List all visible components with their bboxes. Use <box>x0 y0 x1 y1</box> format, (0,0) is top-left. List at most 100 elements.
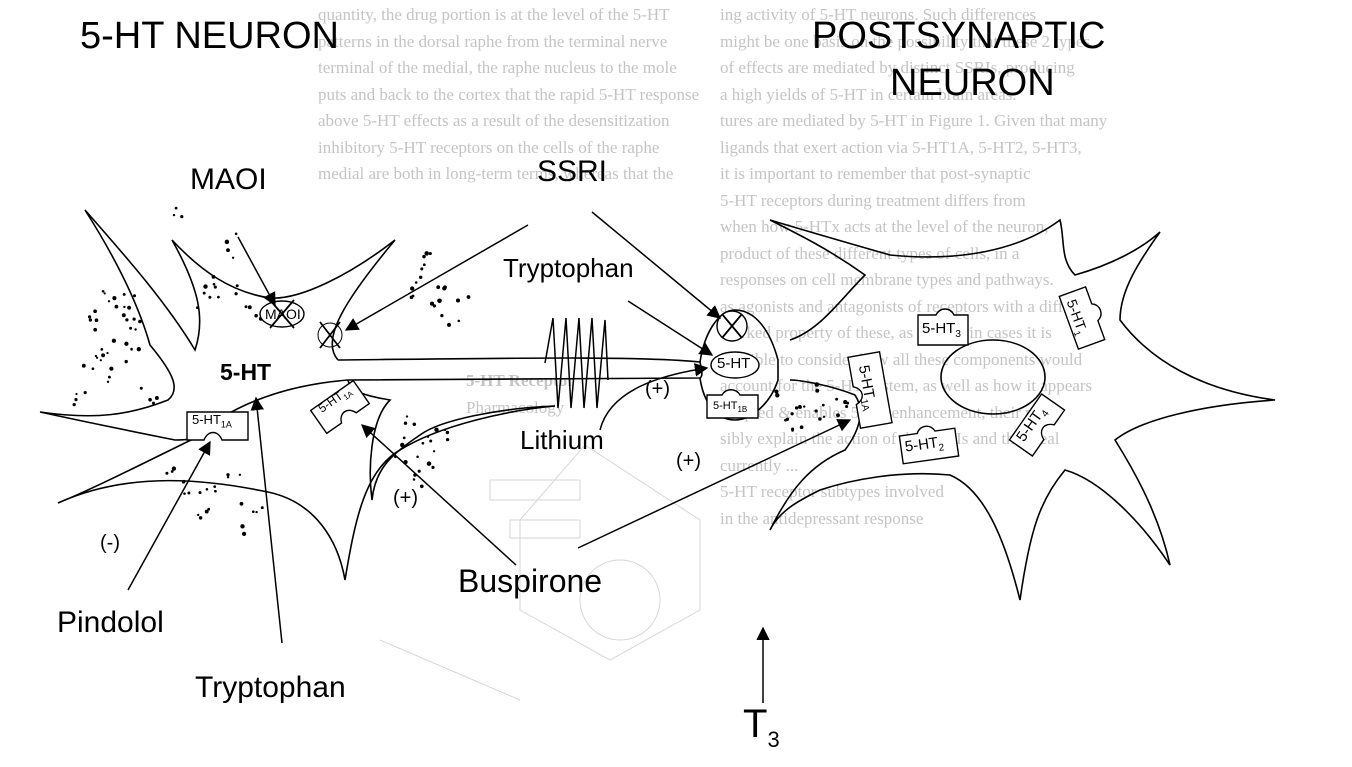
vesicle-dot <box>436 285 440 289</box>
vesicle-dot <box>172 466 176 470</box>
vesicle-dot <box>440 314 443 317</box>
label-5ht-center: 5-HT <box>220 359 271 386</box>
vesicle-dot <box>199 516 202 519</box>
label-t3-main: T <box>743 702 767 746</box>
vesicle-dot <box>248 305 252 309</box>
vesicle-dot <box>155 396 159 400</box>
vesicle-dot <box>240 502 244 506</box>
vesicle-dot <box>790 412 793 415</box>
title-5ht-neuron: 5-HT NEURON <box>80 15 339 58</box>
vesicle-dot <box>404 421 407 424</box>
label-receptor-5ht1b: 5-HT1B <box>713 400 747 414</box>
vesicle-dot <box>197 514 199 516</box>
vesicle-dot <box>240 524 244 528</box>
vesicle-dot <box>814 409 817 412</box>
vesicle-dot <box>130 348 133 351</box>
label-receptor-5ht1a-soma: 5-HT1A <box>192 412 232 430</box>
label-t3: T3 <box>743 702 780 753</box>
vesicle-dot <box>75 393 77 395</box>
vesicle-dot <box>774 390 778 394</box>
vesicle-dot <box>180 215 183 218</box>
vesicle-dot <box>447 323 451 327</box>
vesicle-dot <box>89 318 92 321</box>
vesicle-dot <box>798 405 800 407</box>
vesicle-dot <box>429 439 432 442</box>
vesicle-dot <box>413 478 416 481</box>
vesicle-dot <box>127 306 131 310</box>
ssri-block-x-soma <box>320 322 340 348</box>
vesicle-dot <box>400 443 404 447</box>
vesicle-dot <box>93 328 97 332</box>
vesicle-dot <box>183 492 186 495</box>
vesicle-dot <box>845 405 848 408</box>
vesicle-dot <box>418 470 421 473</box>
vesicle-dot <box>148 398 152 402</box>
vesicle-dot <box>815 389 819 393</box>
vesicle-dot <box>423 263 426 266</box>
vesicle-dot <box>74 398 77 401</box>
vesicle-dot <box>207 508 210 511</box>
label-tryptophan-top: Tryptophan <box>503 253 634 284</box>
vesicle-dot <box>137 347 141 351</box>
vesicle-dot <box>442 286 446 290</box>
vesicle-dot <box>226 473 229 476</box>
vesicle-dot <box>239 474 241 476</box>
axon-zigzag <box>545 318 608 408</box>
postsynaptic-neuron-body <box>770 220 1275 600</box>
label-maoi: MAOI <box>190 163 267 197</box>
label-t3-sub: 3 <box>767 727 779 752</box>
vesicle-dot <box>261 506 264 509</box>
vesicle-dot <box>73 403 76 406</box>
vesicle-dot <box>175 207 178 210</box>
vesicle-dot <box>252 510 255 513</box>
vesicle-dot <box>234 292 237 295</box>
vesicle-dot <box>203 284 207 288</box>
vesicle-dot <box>152 402 155 405</box>
vesicle-dot <box>115 305 119 309</box>
vesicle-dot <box>125 360 128 363</box>
label-ssri: SSRI <box>537 155 607 189</box>
vesicle-dot <box>795 406 798 409</box>
arrow-tryptophan-terminal <box>628 301 712 355</box>
vesicle-dot <box>835 398 838 401</box>
vesicle-dot <box>123 293 126 296</box>
postsynaptic-nucleus <box>941 340 1045 414</box>
vesicle-dot <box>187 492 190 495</box>
vesicle-dot <box>427 435 430 438</box>
vesicle-dot <box>775 393 779 397</box>
vesicle-dot <box>406 415 408 417</box>
vesicle-dot <box>171 470 174 473</box>
vesicle-dot <box>467 295 471 299</box>
arrow-ssri-soma <box>346 225 528 330</box>
vesicle-dot <box>112 296 116 300</box>
vesicle-dot <box>227 476 229 478</box>
vesicle-dot <box>437 299 442 304</box>
vesicle-dot <box>458 320 461 323</box>
vesicle-dot <box>836 413 840 417</box>
vesicle-dot <box>433 304 436 307</box>
vesicle-dot <box>106 352 108 354</box>
label-maoi-site: MAOI <box>265 306 301 322</box>
vesicle-dot <box>134 328 136 330</box>
vesicle-dot <box>424 251 429 256</box>
vesicle-dot <box>420 267 423 270</box>
vesicle-dot <box>242 532 246 536</box>
arrow-buspirone-dendrite <box>362 425 516 565</box>
vesicle-dot <box>92 367 95 370</box>
vesicle-dot <box>208 296 211 299</box>
vesicle-dot <box>214 286 217 289</box>
vesicle-dot <box>122 313 126 317</box>
vesicle-dot <box>84 391 87 394</box>
label-pindolol: Pindolol <box>57 606 164 640</box>
vesicle-dot <box>165 472 168 475</box>
vesicle-dot <box>422 442 425 445</box>
vesicle-dot <box>245 305 248 308</box>
sign-buspirone-post: (+) <box>676 450 701 473</box>
vesicle-dot <box>818 417 822 421</box>
vesicle-dot <box>822 404 825 407</box>
vesicle-dot <box>182 480 186 484</box>
vesicle-dot <box>784 419 787 422</box>
label-lithium: Lithium <box>520 425 604 456</box>
vesicle-dot <box>206 488 209 491</box>
